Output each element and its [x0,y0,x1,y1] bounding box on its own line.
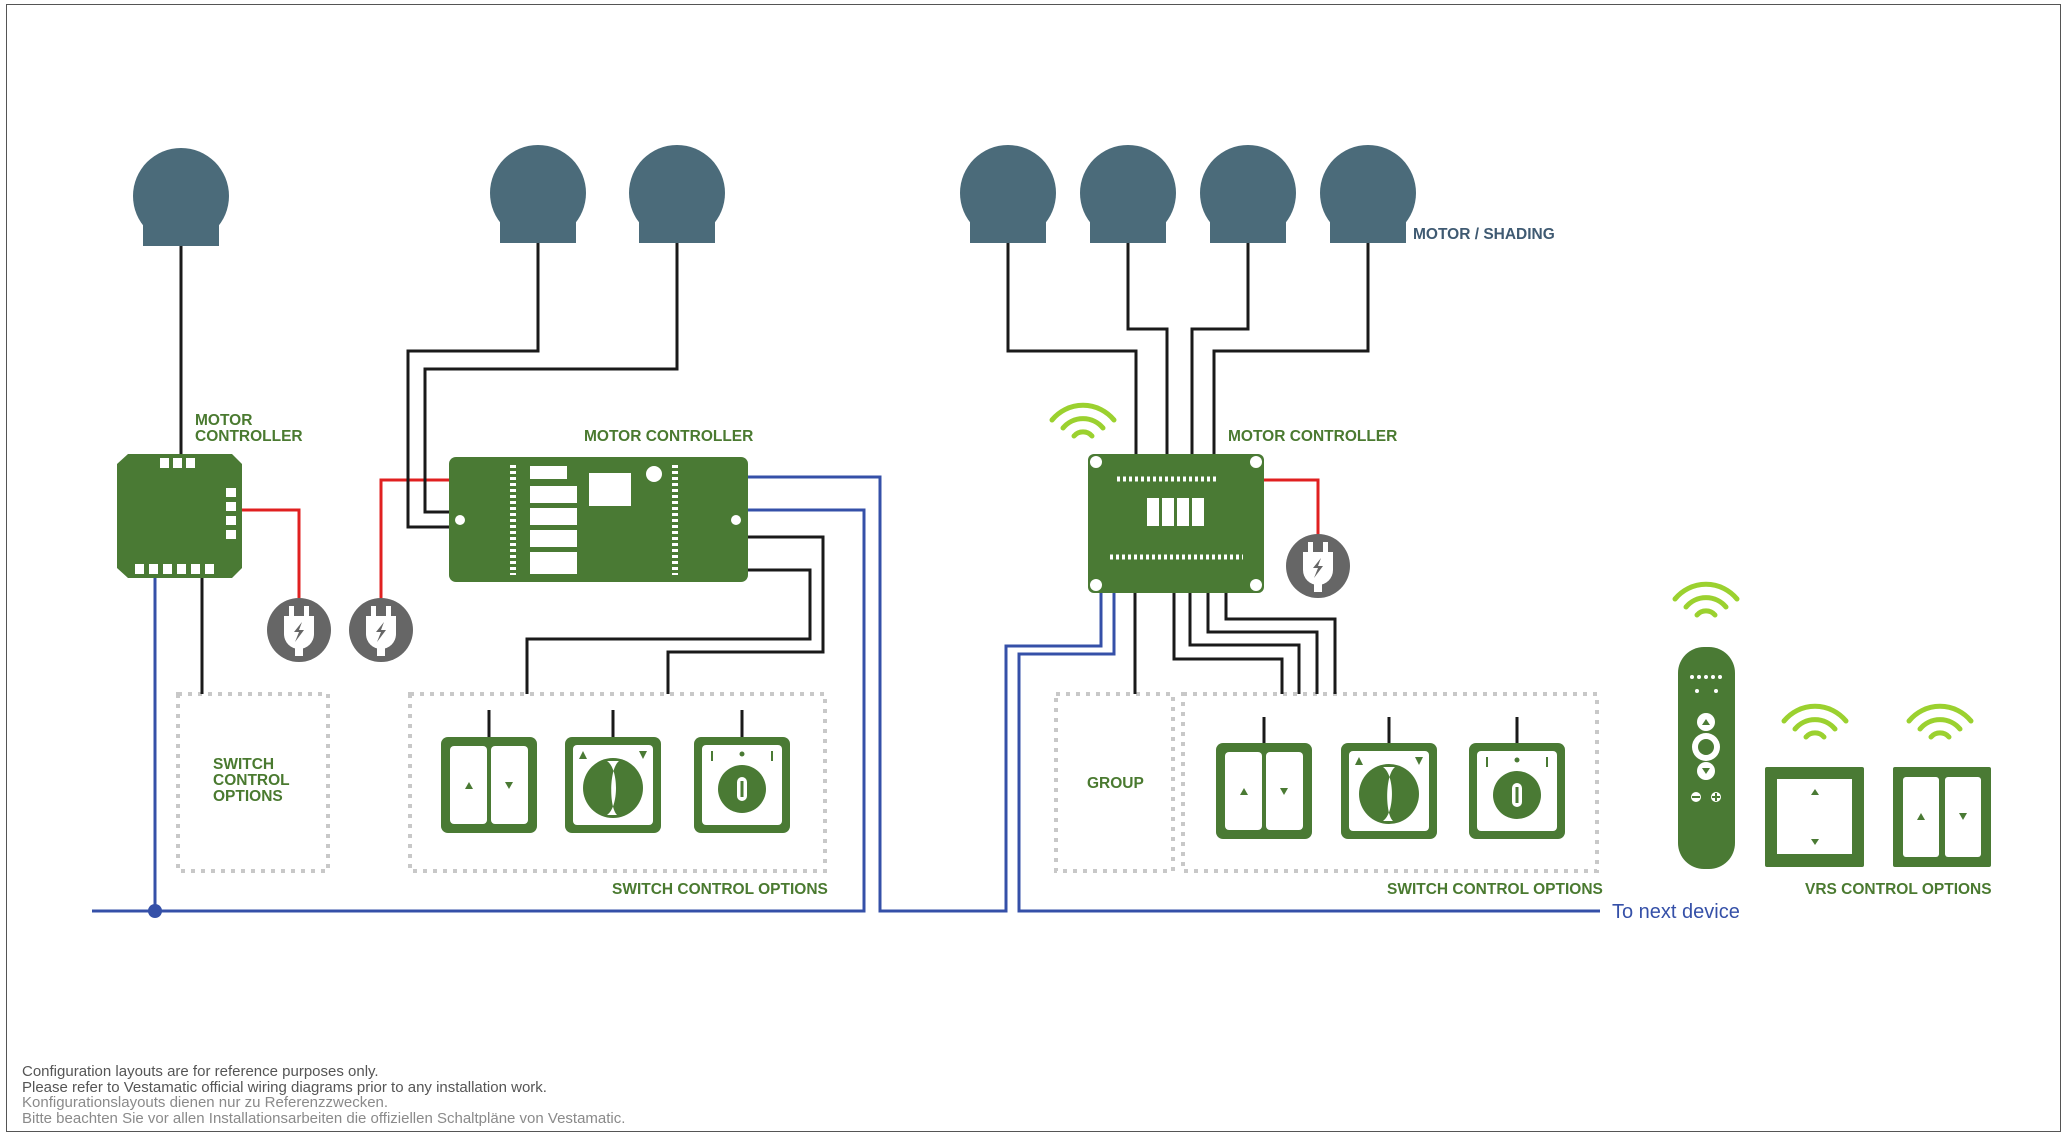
disclaimer: Configuration layouts are for reference … [22,1064,625,1126]
label-switch-control-options-right: SWITCH CONTROL OPTIONS [1387,881,1603,898]
motor-icon [960,145,1056,243]
rotary-switch-icon [1341,743,1437,839]
rocker-switch-icon [1216,743,1312,839]
motor-icon [1200,145,1296,243]
label-vrs-control-options: VRS CONTROL OPTIONS [1805,881,1992,898]
rocker-switch-icon [441,737,537,833]
label-switch-control-options-left: SWITCH CONTROL OPTIONS [213,756,294,805]
label-motor-controller-right: MOTOR CONTROLLER [1228,428,1397,445]
plug-icon [349,598,413,662]
signal-lines [179,240,1519,743]
motor-controller-right [1088,454,1264,593]
motor-icon [629,145,725,243]
label-group: GROUP [1087,775,1144,792]
label-motor-controller-small: MOTOR CONTROLLER [195,412,303,445]
wifi-icon [1909,706,1971,737]
switch-options-box-left [176,692,330,873]
wall-transmitter-icon [1765,767,1864,867]
option-boxes [176,692,1599,873]
switch-options-box-mid [408,692,827,873]
power-lines [242,478,1320,600]
motor-controller-mid [449,457,748,582]
wifi-icon [1675,584,1737,615]
disclaimer-de-line2: Bitte beachten Sie vor allen Installatio… [22,1109,626,1127]
switch-options-box-right [1181,692,1599,873]
label-switch-control-options-mid: SWITCH CONTROL OPTIONS [612,881,828,898]
bus-lines [92,475,1600,913]
motor-controller-small [117,454,242,578]
wifi-icon [1784,706,1846,737]
disclaimer-en-line2: Please refer to Vestamatic official wiri… [22,1078,547,1096]
motor-icon [1320,145,1416,243]
motor-icon [490,145,586,243]
group-box [1054,692,1175,873]
disclaimer-en-line1: Configuration layouts are for reference … [22,1063,379,1080]
rotary-switch-icon [565,737,661,833]
key-switch-icon [694,737,790,833]
plug-icon [267,598,331,662]
disclaimer-de-line1: Konfigurationslayouts dienen nur zu Refe… [22,1094,389,1111]
motor-icon [1080,145,1176,243]
remote-control-icon [1678,647,1735,869]
wifi-icon [1052,405,1114,436]
diagram-frame [6,4,2061,1132]
motor-icon [133,148,229,246]
wall-transmitter-icon [1893,767,1991,867]
label-motor-shading: MOTOR / SHADING [1413,226,1555,243]
plug-icon [1286,534,1350,598]
motors [133,145,1416,246]
key-switch-icon [1469,743,1565,839]
bus-junction-dot [148,904,162,918]
label-to-next-device: To next device [1612,901,1740,923]
label-motor-controller-mid: MOTOR CONTROLLER [584,428,753,445]
